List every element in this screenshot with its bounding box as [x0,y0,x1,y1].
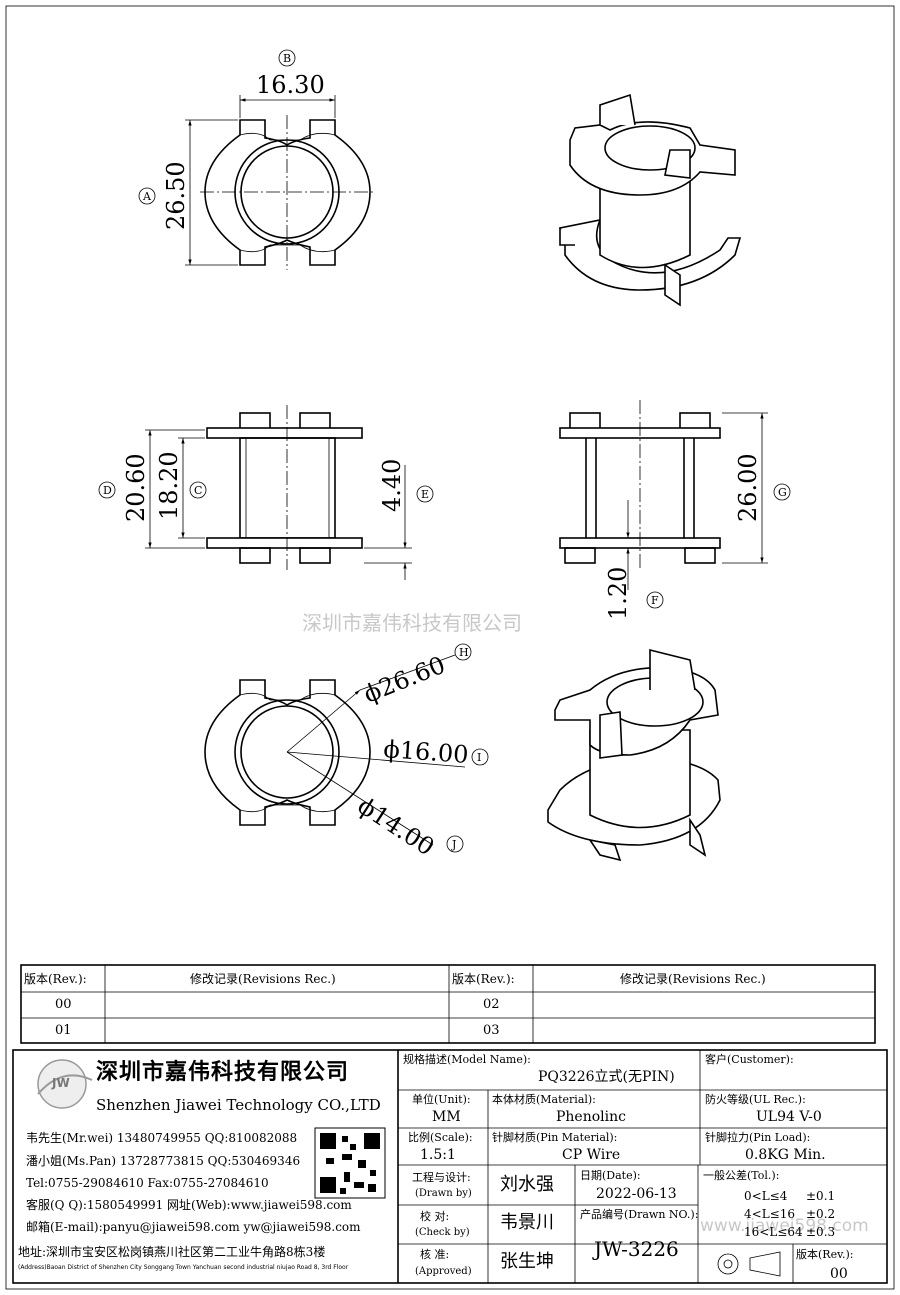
dim-j-marker: J [451,838,456,851]
ul-value: UL94 V-0 [756,1109,822,1125]
side-view: 26.00 G 1.20 F [559,400,791,620]
watermark-center: 深圳市嘉伟科技有限公司 [302,611,522,635]
tol-range-3: 16<L≤64 [744,1225,803,1239]
qq-web: 客服(Q Q):1580549991 网址(Web):www.jiawei598… [26,1198,352,1212]
dim-h-marker: H [459,646,469,659]
dim-g-marker: G [778,486,787,499]
scale-label: 比例(Scale): [408,1131,473,1144]
dim-j-value: ϕ14.00 [353,792,440,862]
rev-header-right: 版本(Rev.): [452,972,515,986]
revision-table-lines [20,964,876,1044]
pin-material-label: 针脚材质(Pin Material): [492,1131,618,1144]
drawing-no-label: 产品编号(Drawn NO.): [580,1208,699,1221]
approved-value: 张生坤 [500,1251,554,1272]
rev-row2-left: 01 [55,1023,72,1038]
dim-h-value: ϕ26.60 [360,651,449,709]
tolerance-label: 一般公差(Tol.): [703,1169,780,1182]
material-value: Phenolinc [556,1109,626,1125]
customer-label: 客户(Customer): [705,1053,794,1066]
material-label: 本体材质(Material): [492,1093,596,1106]
dim-e-marker: E [421,488,429,501]
address-cn: 地址:深圳市宝安区松岗镇燕川社区第二工业牛角路8栋3楼 [18,1245,326,1259]
pin-load-value: 0.8KG Min. [745,1147,826,1163]
company-name-cn: 深圳市嘉伟科技有限公司 [96,1060,350,1085]
company-logo: JW [52,1076,70,1090]
contact-wei: 韦先生(Mr.wei) 13480749955 QQ:810082088 [26,1131,298,1145]
dim-e-value: 4.40 [378,459,406,512]
tol-value-1: ±0.1 [806,1189,836,1203]
dim-f-value: 1.20 [604,567,632,620]
unit-value: MM [432,1109,461,1125]
dim-c-value: 18.20 [155,451,183,520]
dim-i-marker: I [477,751,481,764]
approved-label-en: (Approved) [415,1266,472,1277]
company-name-en: Shenzhen Jiawei Technology CO.,LTD [96,1096,381,1114]
dim-b-marker: B [283,52,291,65]
dim-a-value: 26.50 [162,161,190,230]
sheet-border [5,5,895,1290]
tol-range-1: 0<L≤4 [744,1189,788,1203]
address-en: (Address)Baoan District of Shenzhen City… [18,1264,349,1271]
dim-i-value: ϕ16.00 [383,735,470,769]
drawn-label-en: (Drawn by) [415,1188,472,1199]
drawn-value: 刘水强 [500,1174,554,1195]
drawing-no-value: JW-3226 [594,1237,679,1261]
rev-row1-left: 00 [55,997,72,1012]
tel-fax: Tel:0755-29084610 Fax:0755-27084610 [26,1176,269,1190]
dim-d-value: 20.60 [122,453,150,522]
pin-load-label: 针脚拉力(Pin Load): [705,1131,811,1144]
contact-pan: 潘小姐(Ms.Pan) 13728773815 QQ:530469346 [26,1154,301,1168]
model-label: 规格描述(Model Name): [403,1053,531,1066]
rev-label: 版本(Rev.): [796,1248,854,1261]
drawn-label: 工程与设计: [412,1171,471,1184]
check-value: 韦景川 [500,1212,554,1233]
approved-label: 核 准: [420,1248,450,1261]
isometric-view-2 [547,648,721,862]
check-label: 校 对: [420,1210,450,1223]
top-view: 16.30 B 26.50 A [138,49,375,270]
rev-header-left: 版本(Rev.): [24,972,87,986]
date-label: 日期(Date): [580,1169,641,1182]
dim-f-marker: F [651,594,659,607]
tol-range-2: 4<L≤16 [744,1207,795,1221]
front-view: 20.60 D 18.20 C 4.40 E [98,405,434,580]
email: 邮箱(E-mail):panyu@jiawei598.com yw@jiawei… [26,1220,361,1234]
date-value: 2022-06-13 [596,1186,677,1202]
tol-value-3: ±0.3 [806,1225,836,1239]
scale-value: 1.5:1 [420,1147,456,1163]
dim-b-value: 16.30 [256,71,325,99]
rec-header-left: 修改记录(Revisions Rec.) [190,972,336,986]
dim-g-value: 26.00 [734,453,762,522]
rev-row2-right: 03 [483,1023,500,1038]
model-value: PQ3226立式(无PIN) [538,1069,675,1085]
check-label-en: (Check by) [415,1227,470,1238]
rev-row1-right: 02 [483,997,500,1012]
ul-label: 防火等级(UL Rec.): [705,1093,806,1106]
tol-value-2: ±0.2 [806,1207,836,1221]
isometric-view-1 [558,93,742,307]
pin-material-value: CP Wire [562,1147,621,1163]
title-block-lines [12,1049,888,1284]
rev-value: 00 [830,1266,848,1282]
dim-c-marker: C [194,484,202,497]
bottom-view: ϕ26.60 ϕ16.00 ϕ14.00 H I J [204,643,489,862]
watermark-corner: www.jiawei598.com [700,1216,869,1236]
unit-label: 单位(Unit): [412,1093,471,1106]
rec-header-right: 修改记录(Revisions Rec.) [620,972,766,986]
dim-d-marker: D [103,484,112,497]
dim-a-marker: A [142,190,152,203]
